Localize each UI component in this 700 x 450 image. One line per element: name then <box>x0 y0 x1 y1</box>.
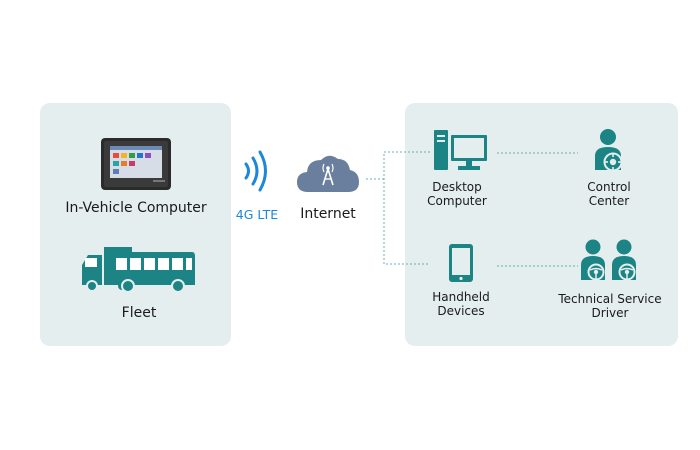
desktop-label: Desktop Computer <box>414 180 500 208</box>
technical-service-driver-label: Technical Service Driver <box>552 292 668 320</box>
office-panel <box>405 103 678 346</box>
in-vehicle-computer-label: In-Vehicle Computer <box>65 200 207 216</box>
tech-label-line1: Technical Service <box>558 292 662 306</box>
lte-label: 4G LTE <box>235 207 279 222</box>
control-label-line1: Control <box>587 180 631 194</box>
control-label-line2: Center <box>588 194 630 208</box>
truck-bus-icon <box>80 243 196 295</box>
control-center-label: Control Center <box>566 180 652 208</box>
tablet-icon <box>101 138 171 190</box>
cloud-tower-icon <box>296 152 360 194</box>
smartphone-icon <box>449 244 473 282</box>
handheld-label-line1: Handheld <box>432 290 490 304</box>
operator-gear-icon <box>594 128 626 172</box>
internet-label: Internet <box>300 206 356 222</box>
handheld-label-line2: Devices <box>437 304 485 318</box>
fleet-label: Fleet <box>121 305 157 321</box>
tech-label-line2: Driver <box>591 306 629 320</box>
desktop-label-line2: Computer <box>427 194 487 208</box>
desktop-label-line1: Desktop <box>432 180 482 194</box>
desktop-icon <box>434 130 488 170</box>
handheld-label: Handheld Devices <box>416 290 506 318</box>
drivers-icon <box>580 238 638 282</box>
signal-waves-icon <box>242 148 274 194</box>
